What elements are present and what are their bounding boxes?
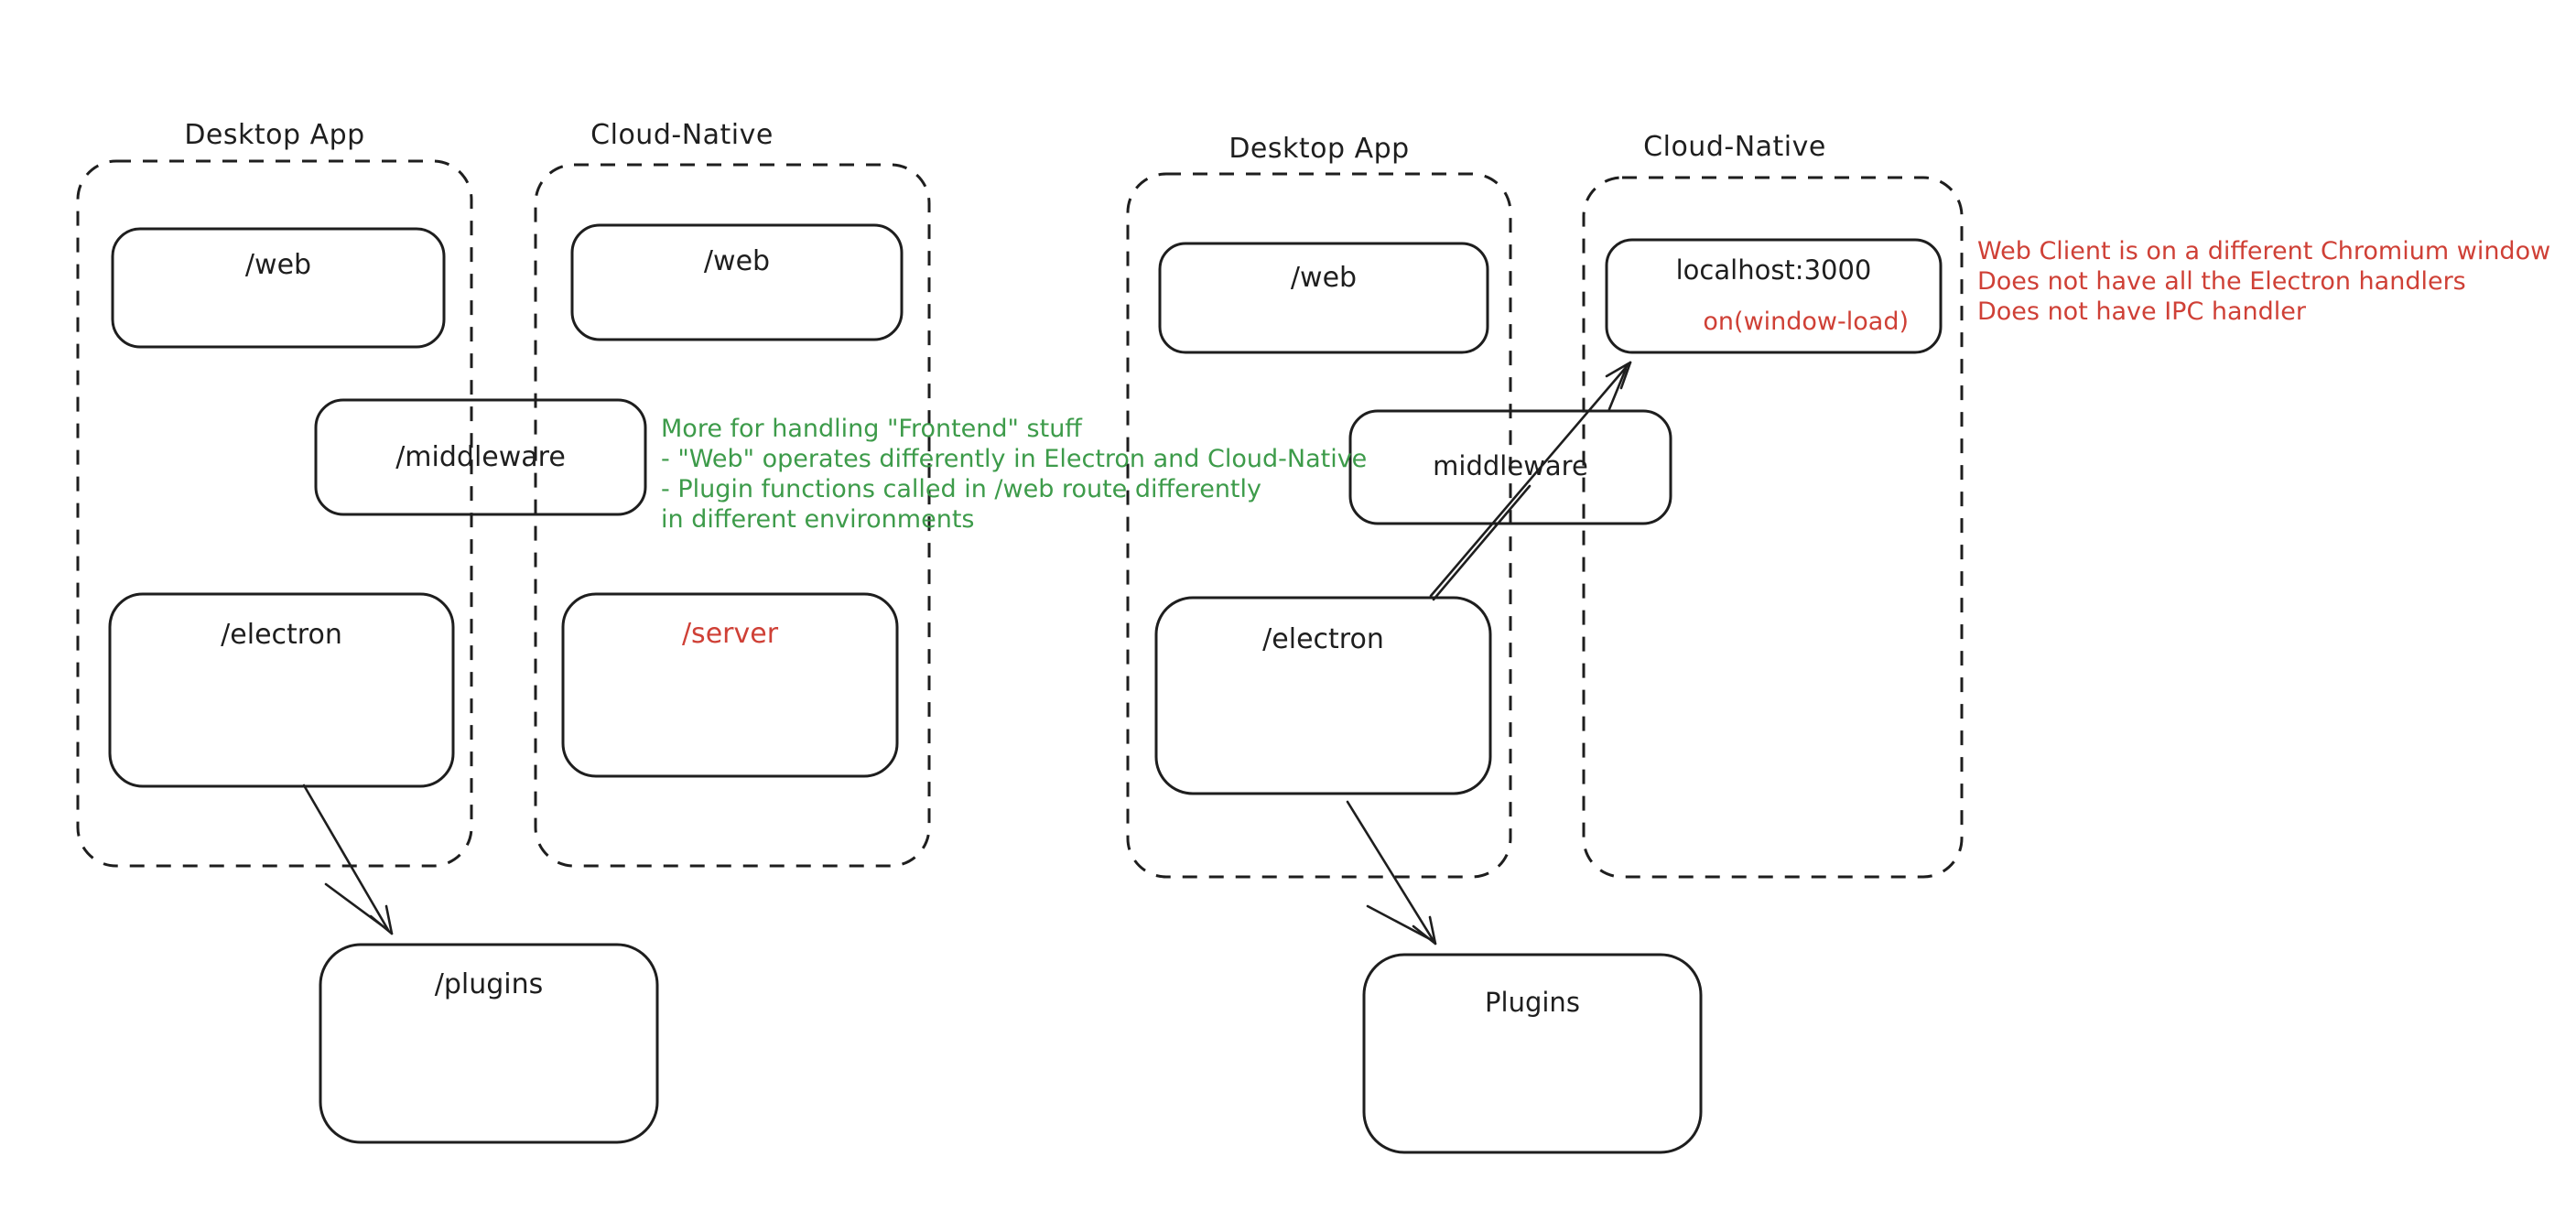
left-middleware-box[interactable] xyxy=(314,398,647,516)
left-electron-label: /electron xyxy=(221,619,342,651)
green-annotation[interactable]: More for handling "Frontend" stuff - "We… xyxy=(661,414,1367,535)
right-middleware-label: middleware xyxy=(1433,450,1588,481)
green-note-line: - Plugin functions called in /web route … xyxy=(661,475,1262,503)
green-note-line: in different environments xyxy=(661,505,975,534)
left-server-label: /server xyxy=(681,618,779,650)
right-cloud-native-label[interactable]: Cloud-Native xyxy=(1643,131,1826,163)
right-desktop-app-label[interactable]: Desktop App xyxy=(1228,133,1410,165)
red-annotation[interactable]: Web Client is on a different Chromium wi… xyxy=(1977,236,2550,327)
left-cloud-native-label[interactable]: Cloud-Native xyxy=(590,119,774,151)
arrow-electron-to-plugins-right[interactable] xyxy=(1346,800,1437,946)
right-web-box[interactable] xyxy=(1158,242,1489,354)
left-middleware-label: /middleware xyxy=(395,441,566,473)
green-note-line: - "Web" operates differently in Electron… xyxy=(661,445,1368,473)
arrow-electron-to-localhost[interactable] xyxy=(1429,361,1632,601)
left-plugins-label: /plugins xyxy=(434,968,544,1000)
left-electron-box[interactable] xyxy=(108,592,455,788)
left-web-desktop-box[interactable] xyxy=(111,227,446,349)
red-note-line: Does not have IPC handler xyxy=(1977,297,2307,326)
right-middleware-box[interactable] xyxy=(1348,409,1672,525)
right-cloud-native-container[interactable] xyxy=(1582,176,1964,879)
left-web-cloud-box[interactable] xyxy=(570,223,904,341)
green-note-line: More for handling "Frontend" stuff xyxy=(661,415,1082,443)
right-plugins-box[interactable] xyxy=(1362,953,1703,1154)
left-web-desktop-label: /web xyxy=(244,249,312,281)
red-note-line: Web Client is on a different Chromium wi… xyxy=(1977,237,2551,265)
right-localhost-box[interactable] xyxy=(1605,238,1943,354)
red-note-line: Does not have all the Electron handlers xyxy=(1977,267,2466,296)
right-electron-label: /electron xyxy=(1262,623,1384,655)
right-localhost-label: localhost:3000 xyxy=(1675,254,1872,286)
right-web-label: /web xyxy=(1290,262,1358,294)
left-desktop-app-label[interactable]: Desktop App xyxy=(184,119,365,151)
left-server-box[interactable] xyxy=(561,592,899,778)
right-plugins-label: Plugins xyxy=(1485,987,1580,1018)
left-plugins-box[interactable] xyxy=(319,943,659,1144)
left-web-cloud-label: /web xyxy=(703,245,771,277)
right-electron-box[interactable] xyxy=(1154,596,1492,795)
arrow-electron-to-plugins-left[interactable] xyxy=(302,784,394,935)
right-desktop-app-container[interactable] xyxy=(1126,172,1512,879)
right-on-window-load-label: on(window-load) xyxy=(1703,308,1909,336)
